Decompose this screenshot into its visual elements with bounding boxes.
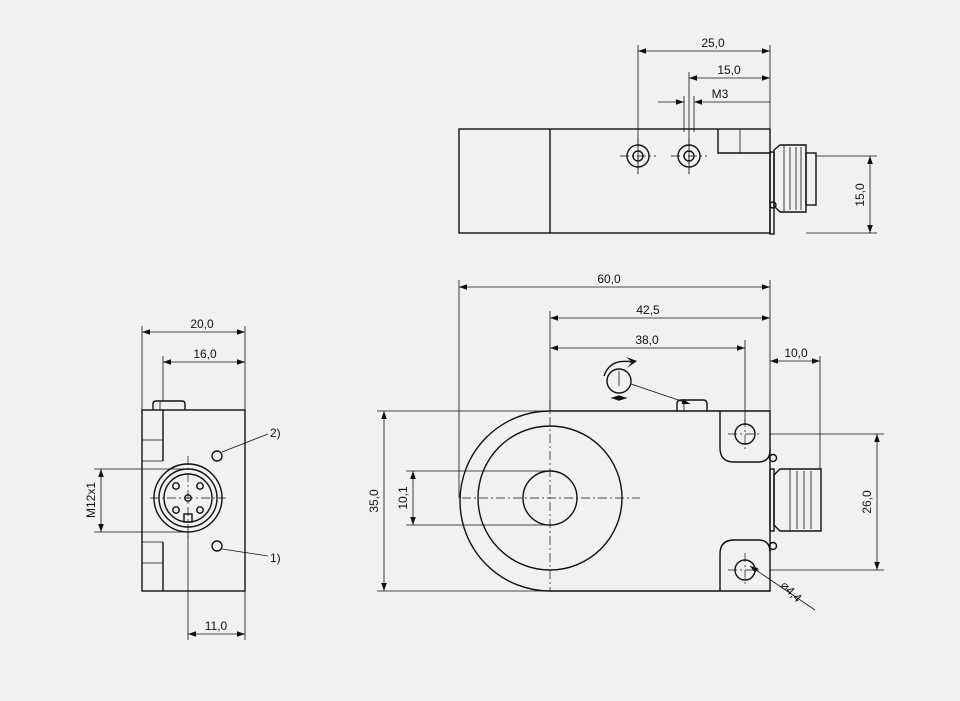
dim-label-diameter-4-4: ⌀4,4 [778,578,805,605]
dim-label-15-width: 15,0 [717,63,741,77]
top-view-body [458,128,771,234]
dim-label-10: 10,0 [784,346,808,360]
dim-label-10-1: 10,1 [396,486,410,510]
connector-top-view [769,144,817,235]
diameter-leader [749,565,816,611]
side-view-body [141,409,246,592]
dim-label-m12x1: M12x1 [84,482,98,518]
dim-label-16: 16,0 [193,347,217,361]
dim-label-42-5: 42,5 [636,303,660,317]
dim-label-25: 25,0 [701,36,725,50]
dim-label-m3: M3 [712,87,729,101]
dim-label-35: 35,0 [367,489,381,513]
top-view: 25,0 15,0 M3 15,0 [458,36,877,235]
dim-label-11: 11,0 [205,619,228,633]
led-indicator-1 [211,540,223,552]
side-view-top-key [152,400,186,410]
callout-1: 1) [270,551,281,565]
connector-front-view [768,453,822,551]
front-view-top-key [676,399,708,411]
led-indicator-2 [211,450,223,462]
rotation-symbol-icon [603,357,691,405]
mounting-hole-bottom [719,539,771,591]
top-view-tab [717,129,770,154]
dim-label-38: 38,0 [635,333,659,347]
front-view-body [459,410,771,592]
callout-2: 2) [270,426,281,440]
side-view: 20,0 16,0 11,0 M12x1 2) 1) [84,317,281,640]
dim-label-20: 20,0 [190,317,214,331]
dim-label-15-height: 15,0 [853,183,867,207]
dim-label-26: 26,0 [860,490,874,514]
front-view: 60,0 42,5 38,0 10,0 35,0 10,1 26,0 ⌀4,4 [367,272,884,611]
dim-label-60: 60,0 [597,272,621,286]
